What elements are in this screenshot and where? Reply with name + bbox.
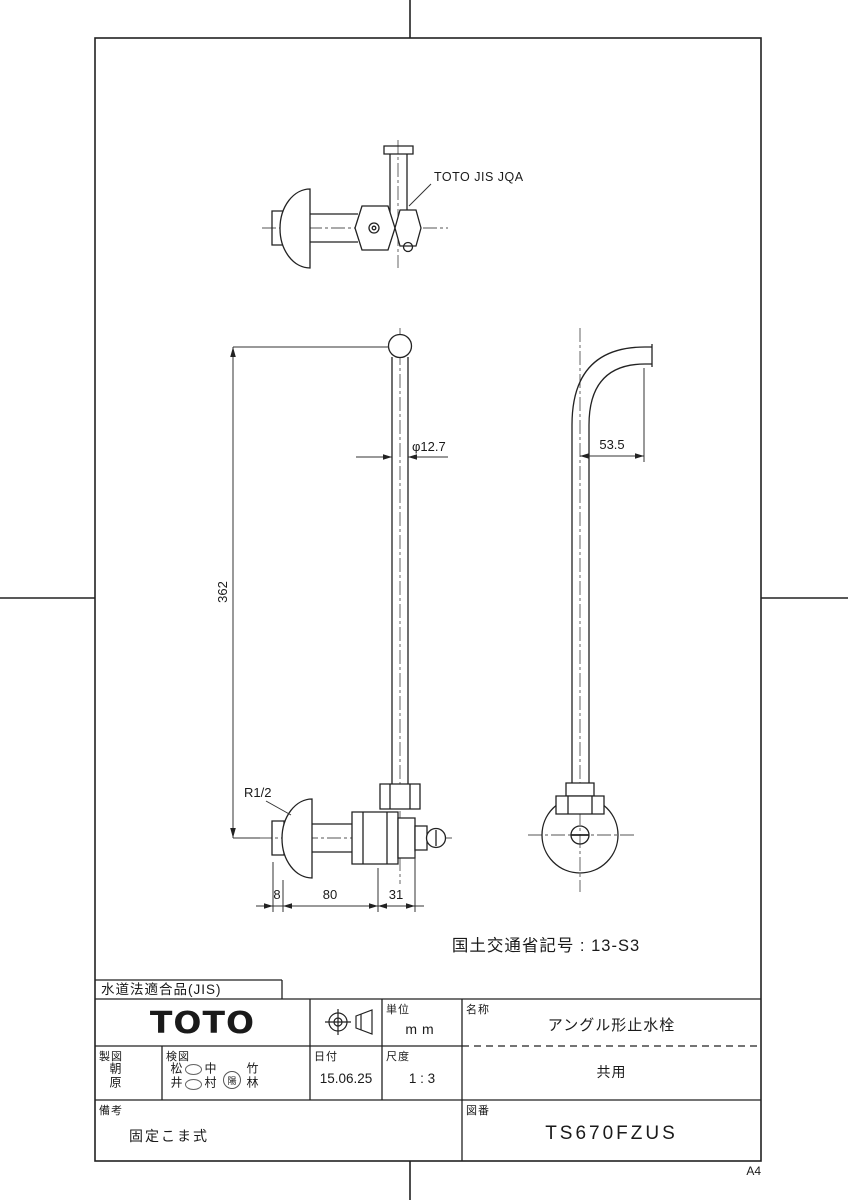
dimension-arrows — [230, 347, 644, 909]
name-label: 名称 — [466, 1004, 490, 1016]
drawing-number-value: TS670FZUS — [545, 1123, 678, 1144]
third-angle-projection-icon — [325, 1009, 373, 1035]
shared-use-label: 共用 — [596, 1064, 627, 1080]
remarks-label: 備考 — [99, 1105, 123, 1117]
center-lines — [258, 140, 634, 892]
checked-label: 検図 — [166, 1051, 190, 1063]
approval-stamp-seal: 陽 — [223, 1071, 241, 1089]
sheet-size-label: A4 — [746, 1164, 761, 1178]
scale-cell: 尺度 1 : 3 — [382, 1046, 462, 1100]
dim-flange-depth: 8 — [273, 887, 280, 902]
toto-logo-text: TOTO — [149, 1004, 256, 1041]
certification-label: TOTO JIS JQA — [434, 170, 524, 184]
product-name: アングル形止水栓 — [547, 1017, 676, 1034]
remarks-cell: 備考 固定こま式 — [95, 1100, 462, 1161]
scale-label: 尺度 — [386, 1051, 410, 1063]
checker-name: 松井 — [169, 1062, 183, 1090]
top-view — [271, 145, 422, 269]
drafter-name: 朝原 — [108, 1062, 122, 1090]
checker-name: 竹林 — [245, 1062, 259, 1090]
unit-cell: 単位 mm — [382, 999, 462, 1046]
unit-value: mm — [405, 1021, 439, 1037]
dim-stem-length: 31 — [389, 887, 403, 902]
unit-label: 単位 — [386, 1004, 410, 1016]
approval-stamp-oval — [185, 1079, 202, 1090]
dim-thread: R1/2 — [244, 785, 271, 800]
drafted-cell: 製図 朝原 — [95, 1046, 162, 1100]
remarks-value: 固定こま式 — [129, 1128, 209, 1144]
date-label: 日付 — [314, 1051, 338, 1063]
dim-body-length: 80 — [323, 887, 337, 902]
ministry-note: 国土交通省記号 : 13-S3 — [452, 936, 640, 955]
front-view — [271, 333, 447, 879]
date-cell: 日付 15.06.25 — [310, 1046, 382, 1100]
checked-cell: 検図 松井 中村 陽 竹林 — [162, 1046, 310, 1100]
compliance-label: 水道法適合品(JIS) — [101, 982, 222, 997]
drawing-number-cell: 図番 TS670FZUS — [462, 1100, 761, 1161]
drawing-number-label: 図番 — [466, 1105, 490, 1117]
checker-name: 中村 — [203, 1062, 217, 1090]
drafted-label: 製図 — [99, 1051, 123, 1063]
name-cell: 名称 アングル形止水栓 共用 — [462, 999, 761, 1100]
dim-bend-offset: 53.5 — [599, 437, 624, 452]
dim-pipe-length: 362 — [215, 581, 230, 603]
toto-logo: TOTO — [95, 999, 310, 1046]
compliance-box: 水道法適合品(JIS) — [95, 980, 282, 999]
date-value: 15.06.25 — [319, 1071, 373, 1086]
side-view — [541, 344, 653, 874]
scale-value: 1 : 3 — [408, 1071, 436, 1086]
approval-stamp-oval — [185, 1064, 202, 1075]
dim-pipe-diameter: φ12.7 — [412, 439, 446, 454]
title-block-grid — [95, 979, 761, 1161]
